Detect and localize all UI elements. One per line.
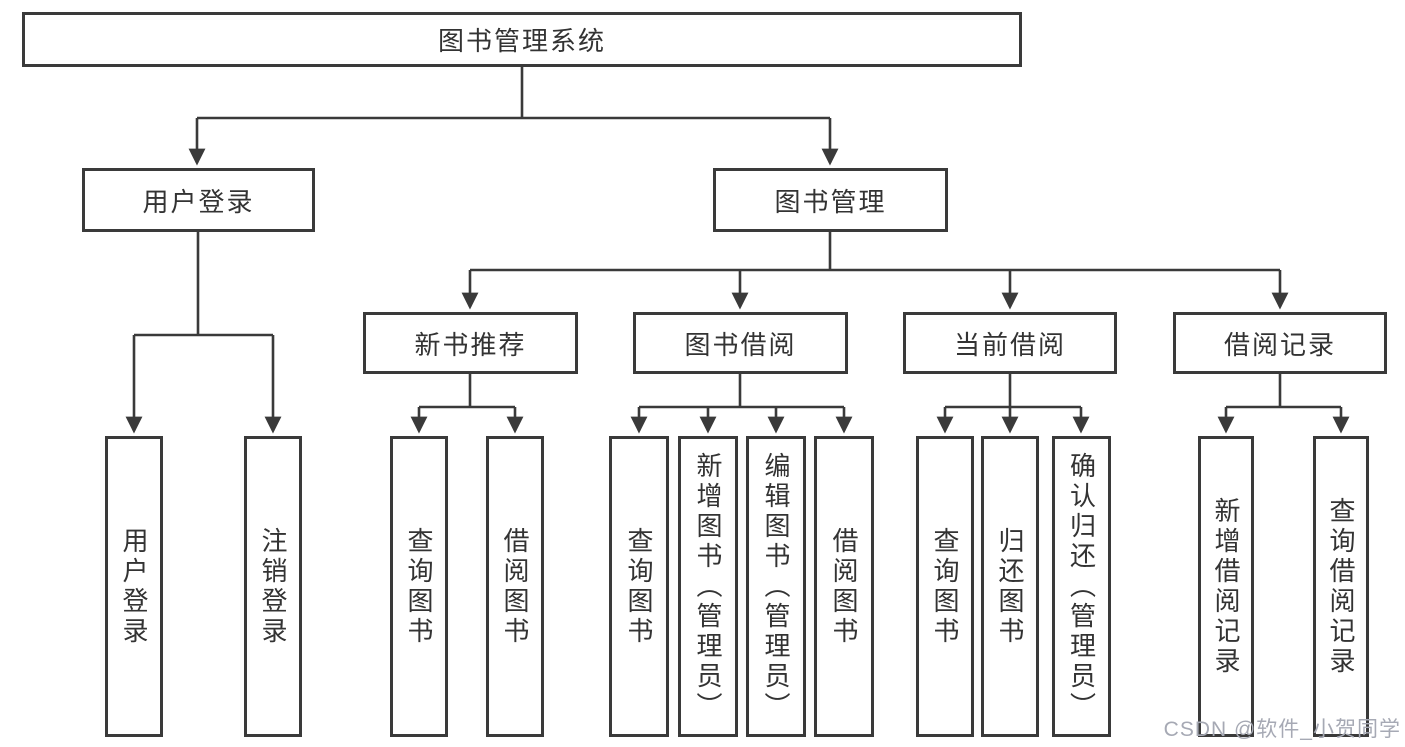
connector-user-login-to-leaves <box>125 232 282 434</box>
leaf-borrowing-edit-books-admin: 编辑图书（管理员） <box>746 436 806 737</box>
leaf-borrowing-query-books: 查询图书 <box>609 436 669 737</box>
leaf-recommend-borrow-books: 借阅图书 <box>486 436 544 737</box>
node-borrowing-records: 借阅记录 <box>1173 312 1387 374</box>
leaf-records-query-record: 查询借阅记录 <box>1313 436 1369 737</box>
node-user-login: 用户登录 <box>82 168 315 232</box>
leaf-user-login: 用户登录 <box>105 436 163 737</box>
connector-current-borrowing-to-leaves <box>936 374 1090 434</box>
leaf-recommend-query-books: 查询图书 <box>390 436 448 737</box>
connector-borrowing-records-to-leaves <box>1217 374 1350 434</box>
leaf-borrowing-borrow-books: 借阅图书 <box>814 436 874 737</box>
node-book-management: 图书管理 <box>713 168 948 232</box>
connector-root-to-level2 <box>188 66 839 166</box>
connector-new-book-recommend-to-leaves <box>410 374 524 434</box>
connector-book-borrowing-to-leaves <box>630 374 853 434</box>
node-new-book-recommend: 新书推荐 <box>363 312 578 374</box>
node-root: 图书管理系统 <box>22 12 1022 67</box>
leaf-logout: 注销登录 <box>244 436 302 737</box>
leaf-current-return-books: 归还图书 <box>981 436 1039 737</box>
csdn-watermark: CSDN @软件_小贺同学 <box>1163 718 1401 741</box>
leaf-records-add-record: 新增借阅记录 <box>1198 436 1254 737</box>
connector-book-management-to-level3 <box>461 232 1289 310</box>
node-book-borrowing: 图书借阅 <box>633 312 848 374</box>
node-current-borrowing: 当前借阅 <box>903 312 1117 374</box>
leaf-current-confirm-return-admin: 确认归还（管理员） <box>1052 436 1111 737</box>
leaf-current-query-books: 查询图书 <box>916 436 974 737</box>
leaf-borrowing-add-books-admin: 新增图书（管理员） <box>678 436 738 737</box>
